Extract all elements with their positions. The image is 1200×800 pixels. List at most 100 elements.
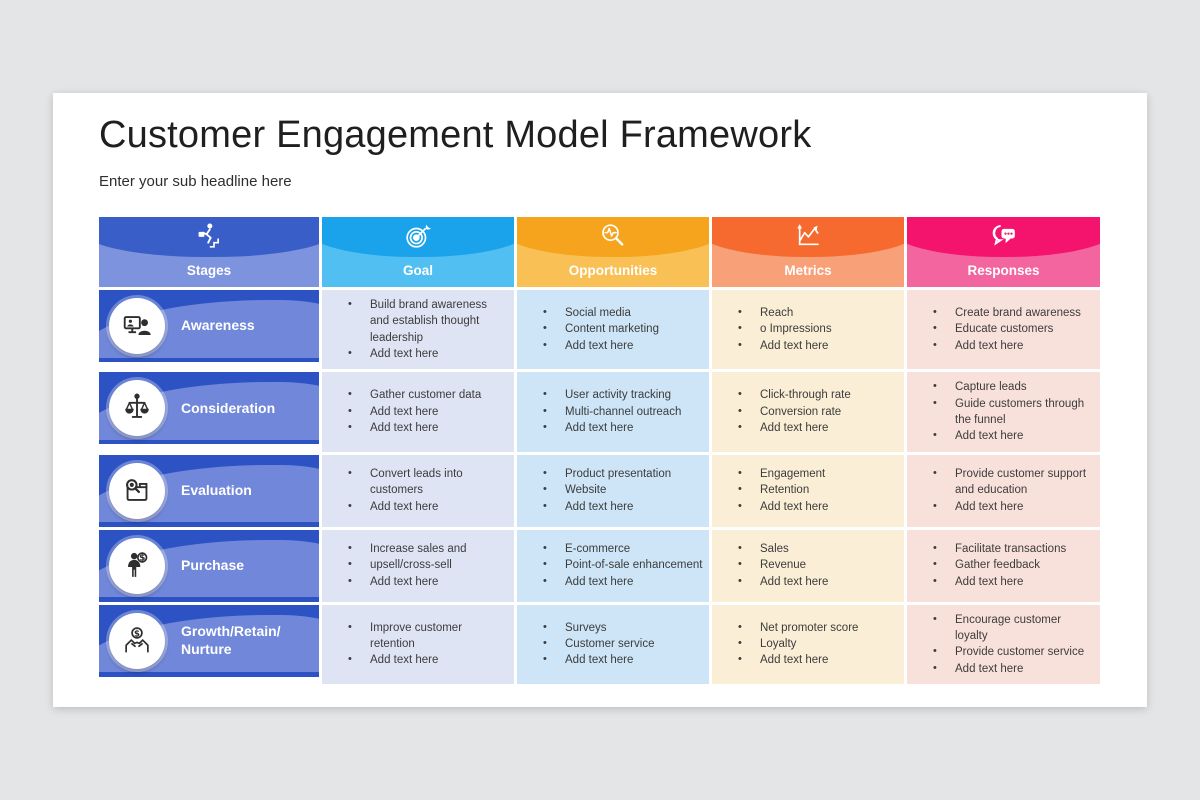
- bullet-item: Add text here: [334, 420, 508, 436]
- bullet-list: Provide customer support and educationAd…: [919, 466, 1094, 515]
- svg-text:$: $: [139, 553, 145, 563]
- target-dart-icon: [403, 221, 433, 251]
- stage-label: Evaluation: [181, 481, 252, 498]
- bullet-item: Gather feedback: [919, 557, 1094, 573]
- bullet-list: Capture leadsGuide customers through the…: [919, 379, 1094, 444]
- cell-consideration-metrics: Click-through rateConversion rateAdd tex…: [712, 372, 904, 452]
- column-header-label: Stages: [186, 263, 232, 278]
- cell-purchase-responses: Facilitate transactionsGather feedbackAd…: [907, 529, 1100, 602]
- column-header-label: Goal: [402, 263, 433, 278]
- cell-consideration-opportunities: User activity trackingMulti-channel outr…: [517, 372, 709, 452]
- column-header-label: Metrics: [784, 263, 832, 278]
- cell-purchase-opportunities: E-commercePoint-of-sale enhancementAdd t…: [517, 529, 709, 602]
- column-header-label: Opportunities: [568, 263, 658, 278]
- magnifier-pulse-icon: [598, 221, 628, 251]
- bullet-list: User activity trackingMulti-channel outr…: [529, 387, 703, 436]
- bullet-item: Educate customers: [919, 321, 1094, 337]
- bullet-list: Click-through rateConversion rateAdd tex…: [724, 387, 898, 436]
- bullet-item: Guide customers through the funnel: [919, 396, 1094, 429]
- bullet-item: Add text here: [334, 404, 508, 420]
- bullet-list: Convert leads into customersAdd text her…: [334, 466, 508, 515]
- bullet-item: Add text here: [529, 574, 703, 590]
- stage-cell-growth-retain-nurture: $Growth/Retain/ Nurture: [99, 604, 319, 677]
- bullet-item: o Impressions: [724, 321, 898, 337]
- stage-label: Purchase: [181, 556, 245, 573]
- column-header-opportunities: Opportunities: [517, 217, 709, 287]
- bullet-list: Facilitate transactionsGather feedbackAd…: [919, 541, 1094, 590]
- bullet-list: Build brand awareness and establish thou…: [334, 297, 508, 362]
- column-header-label: Responses: [967, 263, 1040, 278]
- bullet-item: Conversion rate: [724, 404, 898, 420]
- bullet-item: Facilitate transactions: [919, 541, 1094, 557]
- cell-growth-retain-nurture-responses: Encourage customer loyaltyProvide custom…: [907, 604, 1100, 684]
- bullet-list: Net promoter scoreLoyaltyAdd text here: [724, 620, 898, 669]
- column-header-metrics: Metrics: [712, 217, 904, 287]
- cell-awareness-goal: Build brand awareness and establish thou…: [322, 290, 514, 370]
- bullet-item: Customer service: [529, 636, 703, 652]
- cell-purchase-metrics: SalesRevenueAdd text here: [712, 529, 904, 602]
- bullet-item: Product presentation: [529, 466, 703, 482]
- cell-growth-retain-nurture-opportunities: SurveysCustomer serviceAdd text here: [517, 604, 709, 684]
- bullet-item: Provide customer support and education: [919, 466, 1094, 499]
- bullet-item: upsell/cross-sell: [334, 557, 508, 573]
- bullet-item: Multi-channel outreach: [529, 404, 703, 420]
- balance-scales-icon: [109, 380, 165, 437]
- bullet-list: EngagementRetentionAdd text here: [724, 466, 898, 515]
- bullet-item: Convert leads into customers: [334, 466, 508, 499]
- bullet-item: Add text here: [334, 346, 508, 362]
- chat-bubbles-icon: [989, 221, 1019, 251]
- bullet-item: Add text here: [919, 428, 1094, 444]
- bullet-item: Add text here: [334, 574, 508, 590]
- bullet-item: Surveys: [529, 620, 703, 636]
- cell-growth-retain-nurture-metrics: Net promoter scoreLoyaltyAdd text here: [712, 604, 904, 684]
- header-wave-shape: [517, 217, 709, 257]
- bullet-item: Add text here: [724, 420, 898, 436]
- column-header-goal: Goal: [322, 217, 514, 287]
- bullet-item: User activity tracking: [529, 387, 703, 403]
- bullet-item: Loyalty: [724, 636, 898, 652]
- stage-cell-evaluation: Evaluation: [99, 454, 319, 527]
- bullet-item: Add text here: [919, 574, 1094, 590]
- stage-cell-consideration: Consideration: [99, 372, 319, 445]
- page-subtitle: Enter your sub headline here: [99, 173, 292, 190]
- cell-awareness-opportunities: Social mediaContent marketingAdd text he…: [517, 290, 709, 370]
- cell-evaluation-goal: Convert leads into customersAdd text her…: [322, 454, 514, 527]
- bullet-item: Engagement: [724, 466, 898, 482]
- stage-label: Consideration: [181, 399, 276, 416]
- cell-purchase-goal: Increase sales andupsell/cross-sellAdd t…: [322, 529, 514, 602]
- bullet-list: Improve customer retentionAdd text here: [334, 620, 508, 669]
- bullet-list: Reacho ImpressionsAdd text here: [724, 305, 898, 354]
- bullet-item: Point-of-sale enhancement: [529, 557, 703, 573]
- cell-evaluation-responses: Provide customer support and educationAd…: [907, 454, 1100, 527]
- bullet-item: Gather customer data: [334, 387, 508, 403]
- bullet-list: Product presentationWebsiteAdd text here: [529, 466, 703, 515]
- presenter-screen-icon: [109, 298, 165, 354]
- bullet-item: Improve customer retention: [334, 620, 508, 653]
- bullet-list: SurveysCustomer serviceAdd text here: [529, 620, 703, 669]
- line-chart-icon: [793, 221, 823, 251]
- bullet-item: Add text here: [724, 574, 898, 590]
- bullet-item: Revenue: [724, 557, 898, 573]
- slide-card: Customer Engagement Model Framework Ente…: [53, 93, 1147, 707]
- bullet-list: Encourage customer loyaltyProvide custom…: [919, 612, 1094, 677]
- bullet-item: Add text here: [919, 661, 1094, 677]
- cell-awareness-metrics: Reacho ImpressionsAdd text here: [712, 290, 904, 370]
- bullet-list: Social mediaContent marketingAdd text he…: [529, 305, 703, 354]
- column-header-responses: Responses: [907, 217, 1100, 287]
- hands-coin-icon: $: [109, 612, 165, 669]
- bullet-item: Add text here: [529, 499, 703, 515]
- bullet-item: Capture leads: [919, 379, 1094, 395]
- cell-growth-retain-nurture-goal: Improve customer retentionAdd text here: [322, 604, 514, 684]
- bullet-item: Add text here: [334, 499, 508, 515]
- bullet-item: Content marketing: [529, 321, 703, 337]
- bullet-list: SalesRevenueAdd text here: [724, 541, 898, 590]
- bullet-item: Click-through rate: [724, 387, 898, 403]
- bullet-item: Sales: [724, 541, 898, 557]
- bullet-item: E-commerce: [529, 541, 703, 557]
- bullet-item: Add text here: [529, 420, 703, 436]
- stage-cell-awareness: Awareness: [99, 290, 319, 362]
- cell-evaluation-metrics: EngagementRetentionAdd text here: [712, 454, 904, 527]
- bullet-item: Create brand awareness: [919, 305, 1094, 321]
- bullet-item: Add text here: [529, 652, 703, 668]
